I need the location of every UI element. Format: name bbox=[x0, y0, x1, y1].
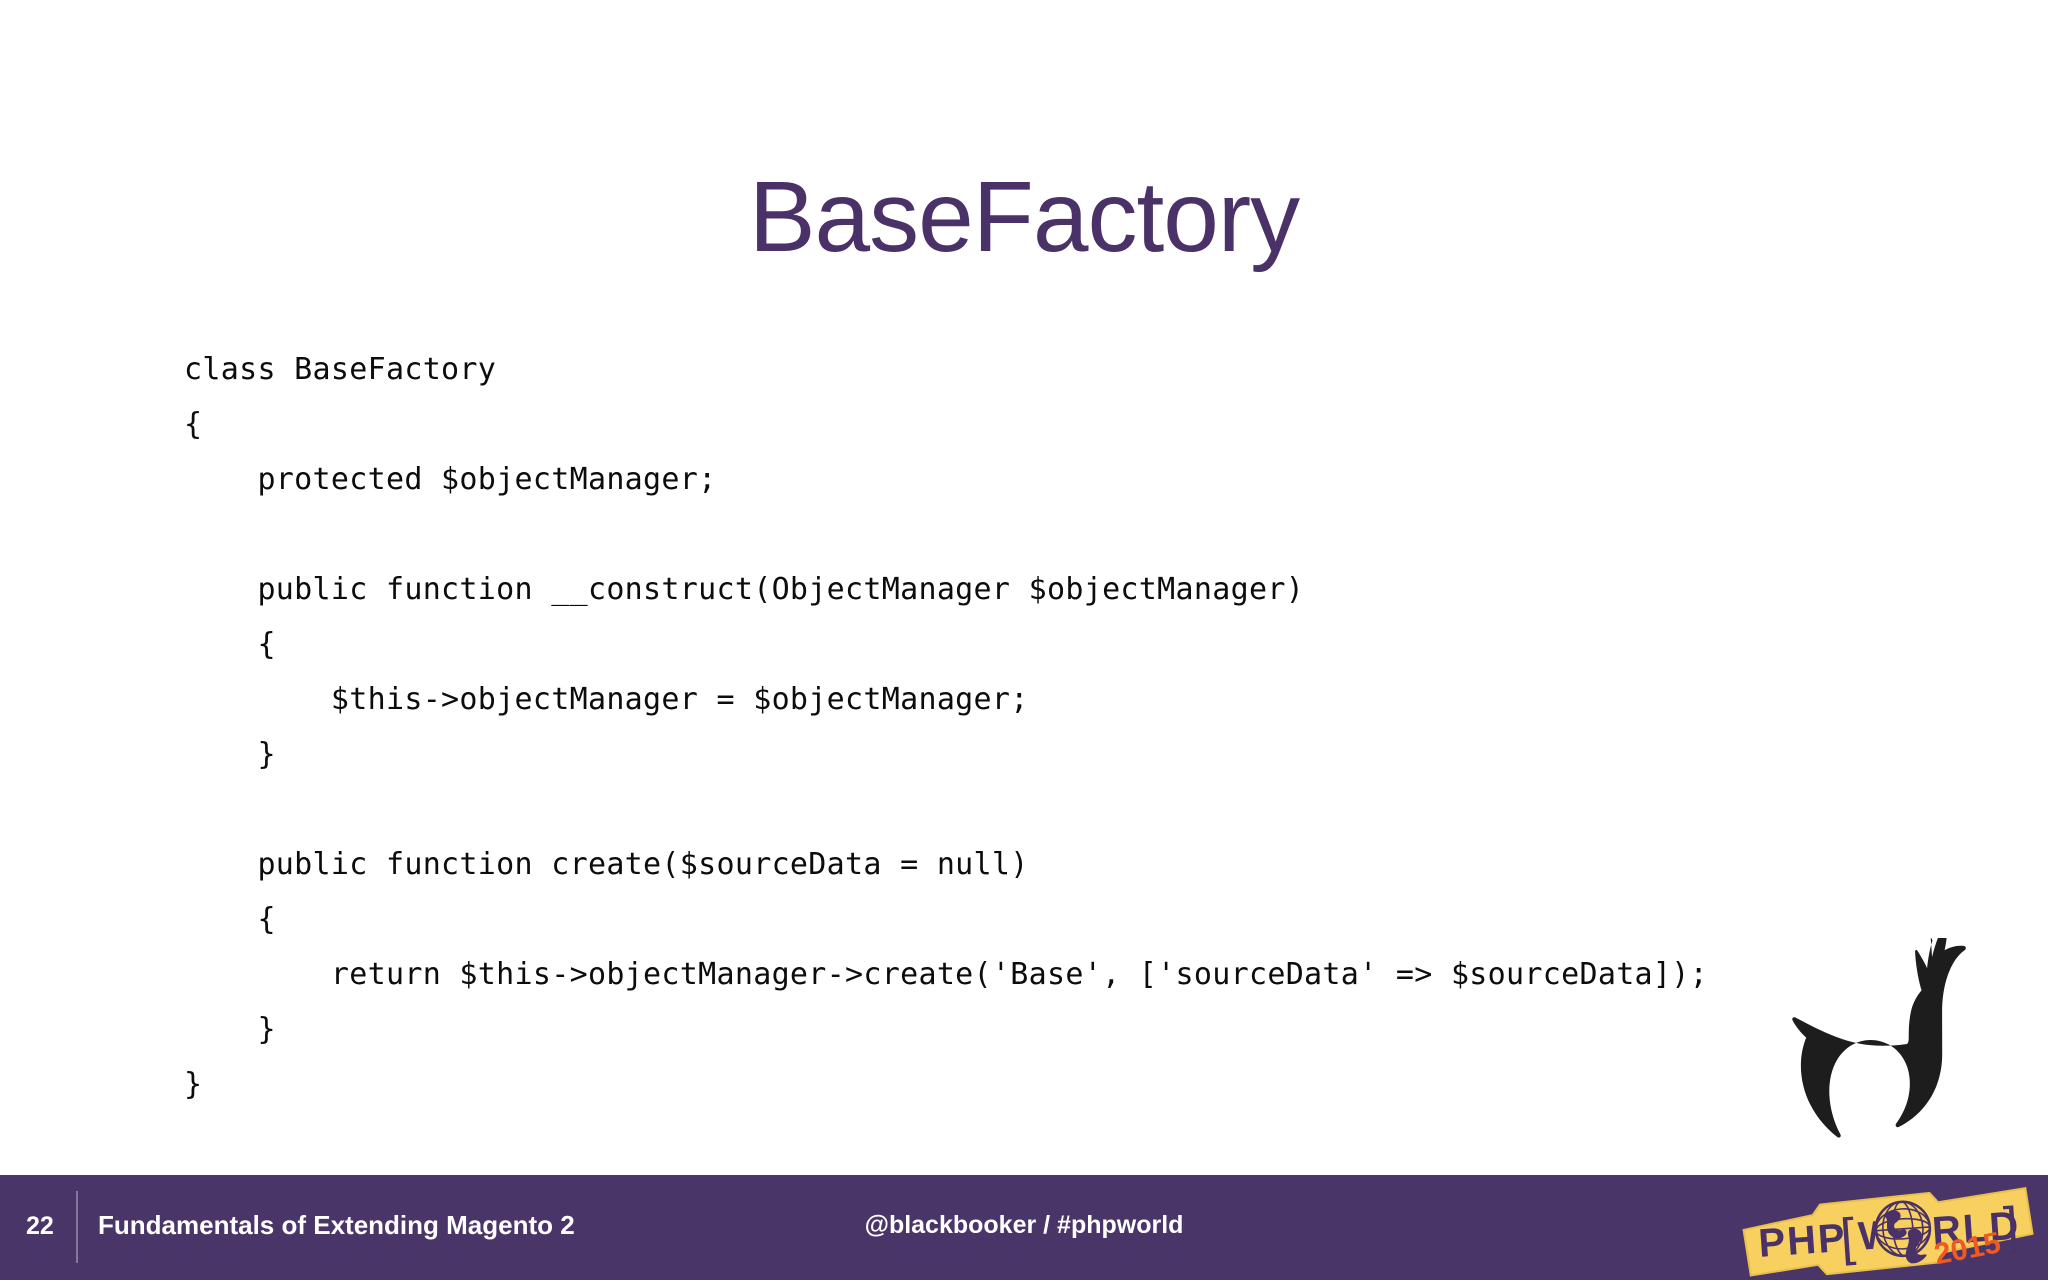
phpworld-logo: PHP [ W RLD ] bbox=[1736, 1182, 2036, 1280]
code-line: { bbox=[184, 902, 276, 937]
code-line: return $this->objectManager->create('Bas… bbox=[184, 957, 1709, 992]
svg-text:]: ] bbox=[2002, 1197, 2020, 1256]
svg-text:[: [ bbox=[1838, 1208, 1857, 1267]
svg-text:PHP: PHP bbox=[1757, 1216, 1848, 1266]
social-handle: @blackbooker / #phpworld bbox=[864, 1211, 1184, 1239]
code-line: public function create($sourceData = nul… bbox=[184, 847, 1029, 882]
deck-title: Fundamentals of Extending Magento 2 bbox=[98, 1210, 575, 1240]
page-title: BaseFactory bbox=[748, 161, 1300, 273]
code-line bbox=[184, 507, 1944, 562]
code-line: class BaseFactory bbox=[184, 352, 497, 387]
code-line bbox=[184, 782, 1944, 837]
code-line: } bbox=[184, 1012, 276, 1047]
llama-silhouette-icon bbox=[1780, 938, 1970, 1176]
code-block: class BaseFactory { protected $objectMana… bbox=[184, 342, 1944, 1112]
code-line: protected $objectManager; bbox=[184, 462, 717, 497]
code-line: $this->objectManager = $objectManager; bbox=[184, 682, 1029, 717]
page-number: 22 bbox=[26, 1212, 54, 1240]
footer-bar: 22 Fundamentals of Extending Magento 2 @… bbox=[0, 1175, 2048, 1280]
code-line: { bbox=[184, 407, 203, 442]
code-line: } bbox=[184, 737, 276, 772]
code-line: } bbox=[184, 1067, 203, 1102]
code-line: { bbox=[184, 627, 276, 662]
footer-divider bbox=[76, 1191, 78, 1263]
svg-text:RLD: RLD bbox=[1931, 1204, 2022, 1254]
code-line: public function __construct(ObjectManage… bbox=[184, 572, 1305, 607]
